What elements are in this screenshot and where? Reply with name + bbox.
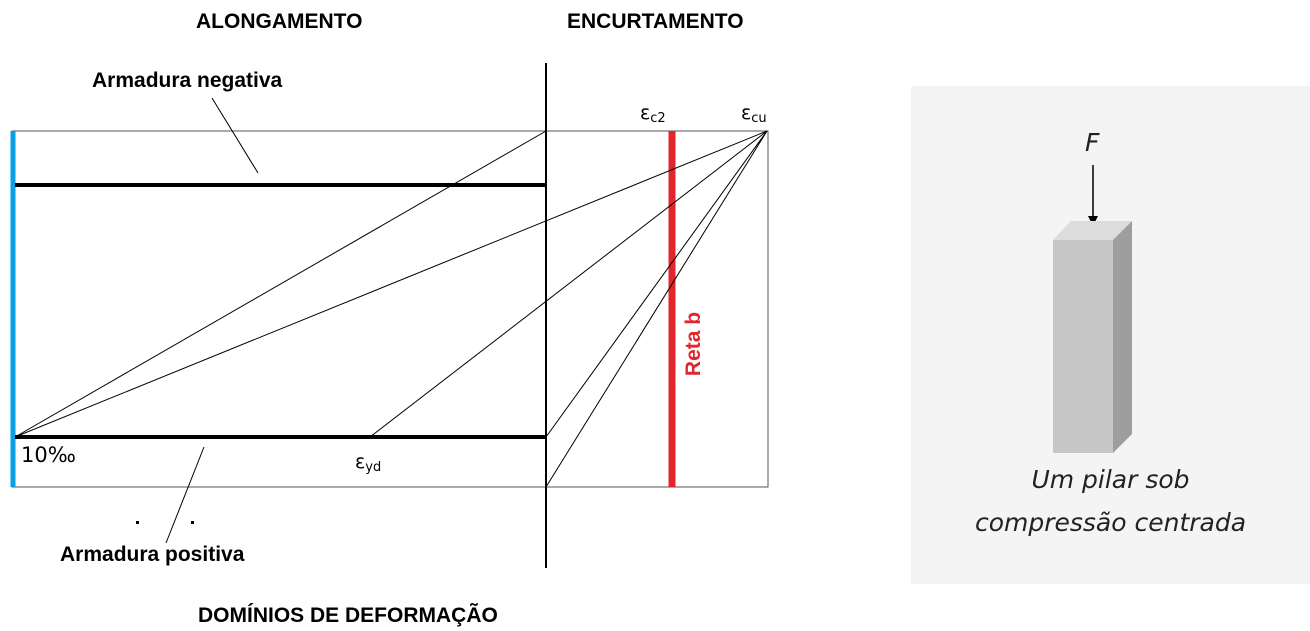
label-eps-yd: εyd xyxy=(355,451,381,475)
eps-yd-subscript: yd xyxy=(365,460,382,475)
header-encurtamento: ENCURTAMENTO xyxy=(567,10,744,33)
pillar-top-face xyxy=(1053,221,1132,240)
pillar-caption-line-1: Um pilar sob xyxy=(1031,465,1190,494)
label-armadura-negativa: Armadura negativa xyxy=(92,69,283,92)
eps-cu-subscript: cu xyxy=(751,111,767,126)
label-eps-cu: εcu xyxy=(741,102,767,126)
pillar-caption-line-2: compressão centrada xyxy=(974,508,1247,537)
label-10-permil: 10‰ xyxy=(21,443,76,467)
pillar-side-face xyxy=(1113,221,1132,453)
leader-armadura-positiva xyxy=(165,446,205,544)
diagram-title: DOMÍNIOS DE DEFORMAÇÃO xyxy=(198,604,498,627)
eps-c2-symbol: ε xyxy=(640,102,651,124)
label-armadura-positiva: Armadura positiva xyxy=(60,543,245,566)
stray-mark xyxy=(136,521,139,524)
header-alongamento: ALONGAMENTO xyxy=(196,10,363,33)
pillar-front-face xyxy=(1053,240,1113,453)
force-label: F xyxy=(1085,128,1100,157)
domain-line-4 xyxy=(545,130,768,438)
eps-yd-symbol: ε xyxy=(355,451,366,473)
label-eps-c2: εc2 xyxy=(640,102,666,126)
eps-cu-symbol: ε xyxy=(741,102,752,124)
domain-line-3 xyxy=(369,130,768,438)
leader-armadura-negativa xyxy=(211,97,259,174)
label-reta-b: Reta b xyxy=(682,311,705,377)
eps-c2-subscript: c2 xyxy=(650,111,666,126)
domain-line-2 xyxy=(14,130,768,438)
domain-line-1 xyxy=(14,130,547,438)
stray-mark xyxy=(191,521,194,524)
domain-line-5 xyxy=(545,130,768,488)
domain-lines xyxy=(14,130,768,488)
